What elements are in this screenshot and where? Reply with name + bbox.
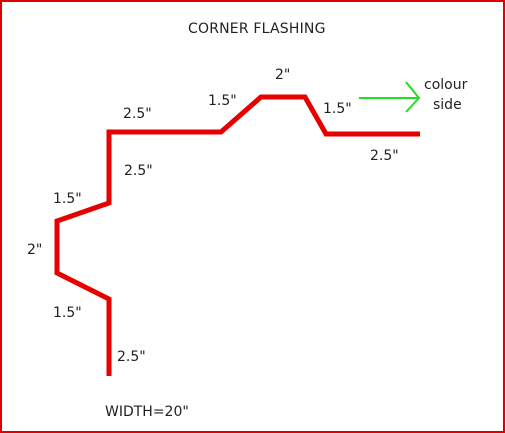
flashing-profile-line — [54, 94, 420, 376]
dimension-left-diag-lower: 1.5" — [53, 305, 82, 321]
diagram-title: CORNER FLASHING — [188, 21, 326, 37]
dimension-bottom-right: 2.5" — [370, 148, 399, 164]
dimension-left-diag-upper: 1.5" — [53, 191, 82, 207]
dimension-left-vertical-lower: 2.5" — [117, 349, 146, 365]
colour-side-label-line2: side — [433, 97, 462, 113]
dimension-left-vertical-upper: 2.5" — [124, 163, 153, 179]
dimension-top-flat: 2" — [275, 67, 291, 83]
dimension-rise-right: 1.5" — [208, 93, 237, 109]
dimension-fall-right: 1.5" — [323, 101, 352, 117]
width-label: WIDTH=20" — [105, 404, 189, 420]
colour-side-label-line1: colour — [424, 77, 468, 93]
dimension-top-left: 2.5" — [123, 106, 152, 122]
colour-side-arrow — [359, 81, 421, 113]
dimension-left-vertical-mid: 2" — [27, 242, 43, 258]
